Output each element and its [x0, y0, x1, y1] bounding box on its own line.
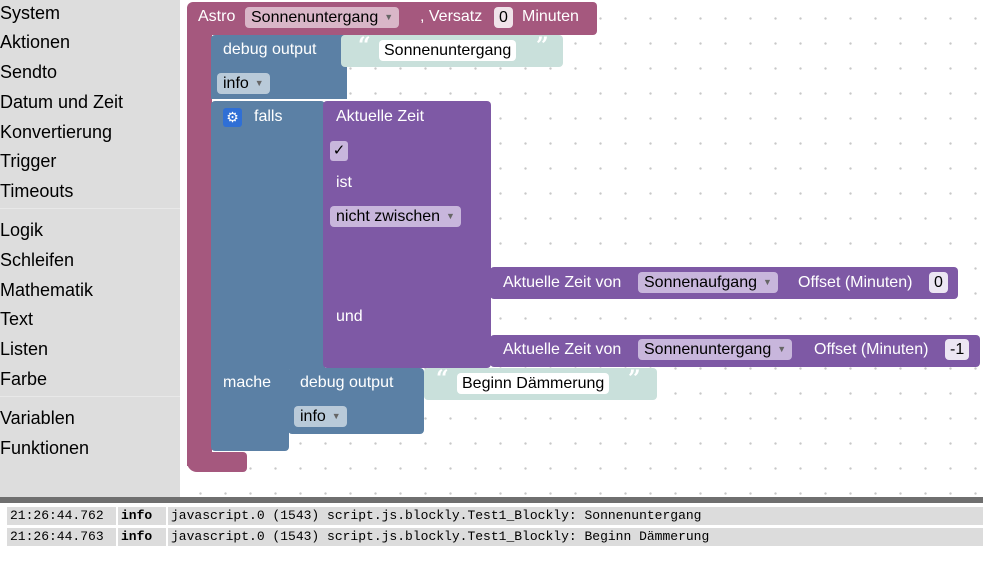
category-farbe[interactable]: Farbe: [0, 369, 48, 389]
ist-label: ist: [336, 174, 352, 191]
quote-open-icon: “: [358, 33, 371, 59]
category-text[interactable]: Text: [0, 309, 34, 329]
chevron-down-icon: ▼: [763, 277, 772, 287]
time-event-dropdown-2[interactable]: Sonnenuntergang ▼: [638, 339, 793, 360]
log-time: 21:26:44.763: [7, 528, 116, 546]
debug-level-dropdown-2[interactable]: info ▼: [294, 406, 347, 427]
offset-input-2[interactable]: -1: [945, 339, 970, 360]
versatz-input[interactable]: 0: [494, 7, 513, 28]
category-variablen[interactable]: Variablen: [0, 408, 75, 428]
und-label: und: [336, 308, 363, 325]
compare-operator-value: nicht zwischen: [336, 208, 441, 225]
time-event-value-1: Sonnenaufgang: [644, 274, 757, 291]
category-sendto[interactable]: Sendto: [0, 62, 58, 82]
debug-level-value: info: [223, 75, 249, 92]
if-block[interactable]: [211, 101, 325, 369]
category-aktionen[interactable]: Aktionen: [0, 32, 71, 52]
astro-block-spine: [187, 30, 212, 466]
category-funktionen[interactable]: Funktionen: [0, 438, 90, 458]
quote-close-icon: ”: [536, 33, 549, 59]
mache-label: mache: [223, 374, 272, 391]
gear-icon[interactable]: ⚙: [223, 108, 242, 127]
chevron-down-icon: ▼: [777, 344, 787, 354]
log-message: javascript.0 (1543) script.js.blockly.Te…: [168, 507, 983, 525]
aktuelle-zeit-label: Aktuelle Zeit: [336, 108, 425, 125]
offset-label-2: Offset (Minuten): [814, 341, 929, 358]
category-schleifen[interactable]: Schleifen: [0, 250, 75, 270]
debug-output-label-2: debug output: [300, 374, 394, 391]
time-compare-block[interactable]: [323, 101, 491, 368]
offset-label-1: Offset (Minuten): [798, 274, 913, 291]
time-value-label-2: Aktuelle Zeit von: [503, 341, 622, 358]
chevron-down-icon: ▼: [446, 211, 455, 221]
if-block-spine: [211, 369, 289, 451]
log-panel: 21:26:44.762 info javascript.0 (1543) sc…: [0, 497, 983, 574]
log-resize-bar[interactable]: [0, 497, 983, 503]
log-level: info: [118, 507, 166, 525]
compare-operator-dropdown[interactable]: nicht zwischen ▼: [330, 206, 461, 227]
minuten-label: Minuten: [522, 8, 579, 25]
astro-event-dropdown[interactable]: Sonnenuntergang ▼: [245, 7, 400, 28]
category-logik[interactable]: Logik: [0, 220, 44, 240]
log-message: javascript.0 (1543) script.js.blockly.Te…: [168, 528, 983, 546]
category-mathematik[interactable]: Mathematik: [0, 280, 94, 300]
text-field[interactable]: Sonnenuntergang: [379, 40, 517, 61]
log-time: 21:26:44.762: [7, 507, 116, 525]
chevron-down-icon: ▼: [384, 12, 394, 22]
toolbox-sidebar: System Aktionen Sendto Datum und Zeit Ko…: [0, 0, 180, 497]
category-listen[interactable]: Listen: [0, 339, 49, 359]
time-event-value-2: Sonnenuntergang: [644, 341, 772, 358]
blockly-workspace[interactable]: Astro Sonnenuntergang ▼ , Versatz 0 Minut…: [180, 0, 983, 497]
debug-output-label: debug output: [223, 41, 317, 58]
category-trigger[interactable]: Trigger: [0, 151, 57, 171]
log-level: info: [118, 528, 166, 546]
falls-label: falls: [254, 108, 283, 125]
time-event-dropdown-1[interactable]: Sonnenaufgang ▼: [638, 272, 778, 293]
category-datum-und-zeit[interactable]: Datum und Zeit: [0, 92, 124, 112]
offset-input-1[interactable]: 0: [929, 272, 948, 293]
chevron-down-icon: ▼: [254, 78, 264, 88]
time-checkbox[interactable]: ✓: [330, 141, 348, 161]
astro-label: Astro: [198, 8, 236, 25]
debug-level-dropdown[interactable]: info ▼: [217, 73, 270, 94]
log-row: 21:26:44.763 info javascript.0 (1543) sc…: [0, 528, 983, 547]
chevron-down-icon: ▼: [331, 411, 341, 421]
category-system[interactable]: System: [0, 3, 61, 23]
text-field-2[interactable]: Beginn Dämmerung: [457, 373, 610, 394]
category-separator: [0, 396, 180, 397]
debug-level-value-2: info: [300, 408, 326, 425]
versatz-label: , Versatz: [420, 8, 483, 25]
astro-event-value: Sonnenuntergang: [251, 9, 379, 26]
category-separator: [0, 208, 180, 209]
quote-close-icon: ”: [628, 366, 641, 392]
quote-open-icon: “: [436, 366, 449, 392]
category-konvertierung[interactable]: Konvertierung: [0, 122, 113, 142]
time-value-label-1: Aktuelle Zeit von: [503, 274, 622, 291]
astro-block-footer: [187, 452, 247, 472]
category-timeouts[interactable]: Timeouts: [0, 181, 74, 201]
log-row: 21:26:44.762 info javascript.0 (1543) sc…: [0, 507, 983, 526]
